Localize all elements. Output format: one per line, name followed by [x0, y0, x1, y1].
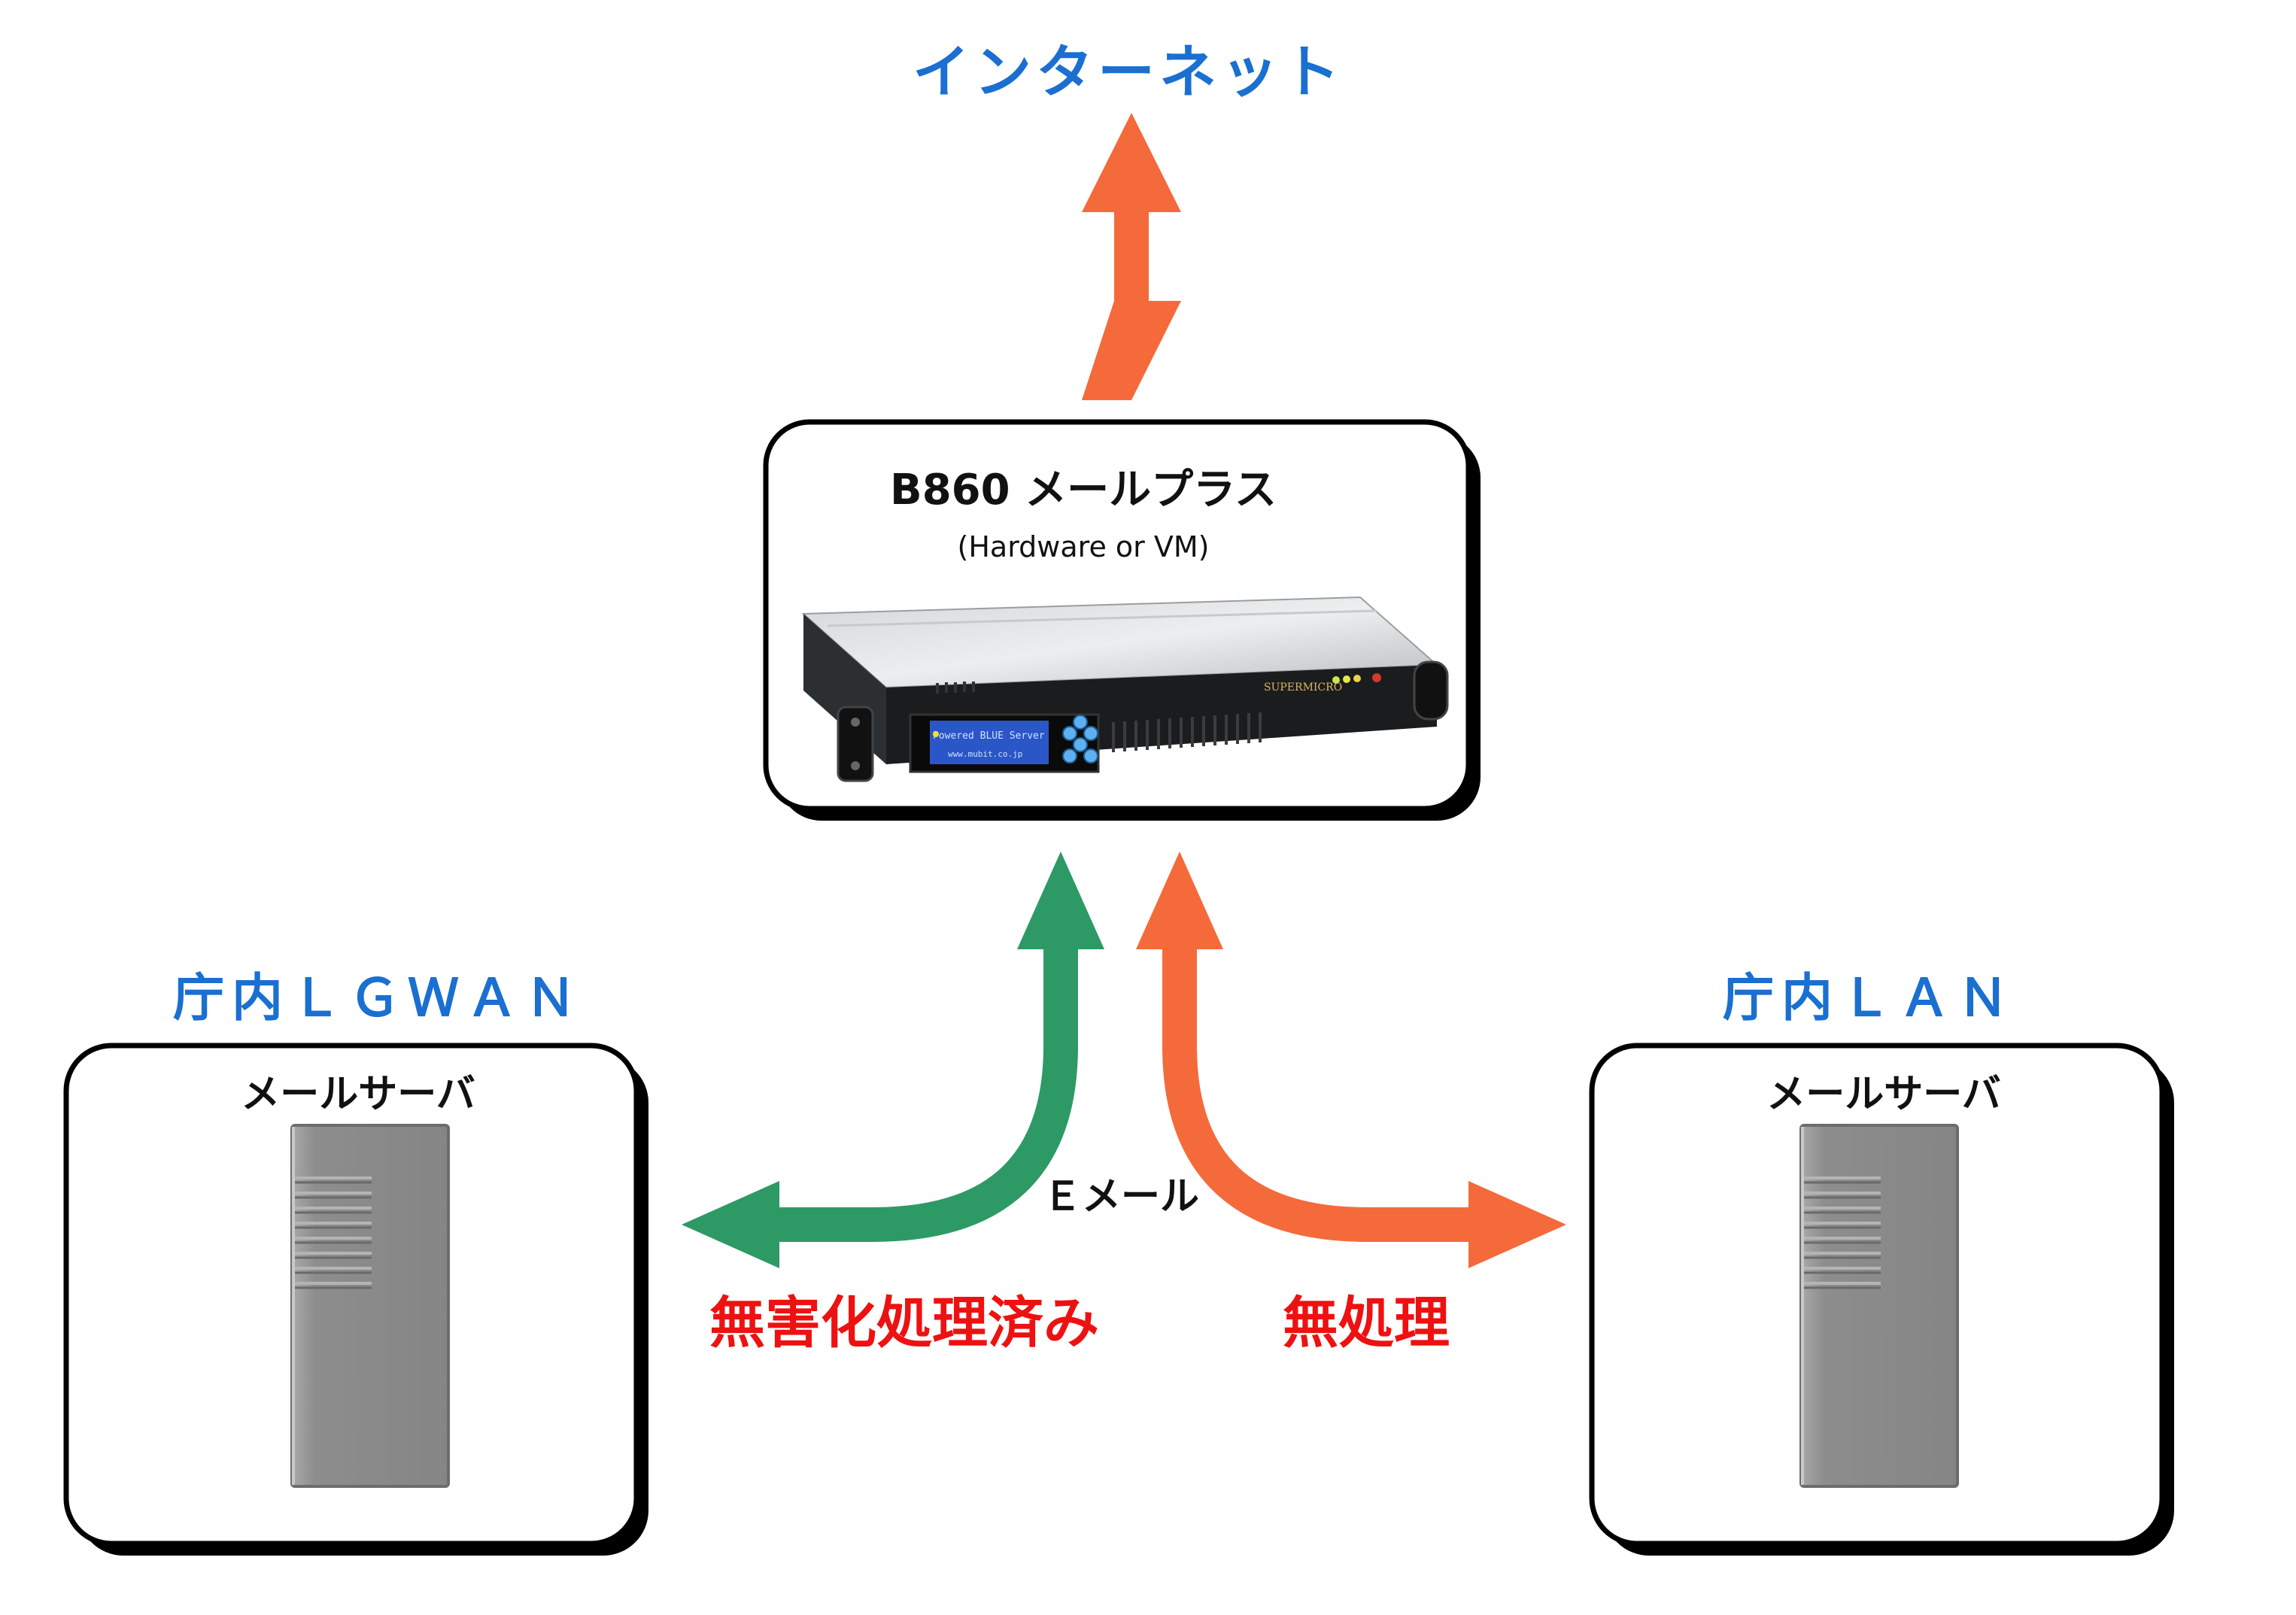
sanitized-mail-arrow [682, 852, 1104, 1268]
email-label: Ｅメール [1043, 1174, 1199, 1219]
appliance-subtitle: (Hardware or VM) [958, 530, 1210, 563]
lgwan-label: 庁内ＬＧＷＡＮ [173, 969, 584, 1028]
brand-label: SUPERMICRO [1264, 682, 1342, 694]
lgwan-server-tower-icon [290, 1124, 450, 1488]
unprocessed-label: 無処理 [1283, 1291, 1450, 1355]
lcd-line-2: www.mubit.co.jp [948, 749, 1022, 759]
internet-double-arrow [1082, 113, 1181, 400]
lan-server-tower-icon [1799, 1124, 1959, 1488]
lan-label: 庁内ＬＡＮ [1723, 969, 2016, 1028]
internet-label: インターネット [913, 38, 1344, 105]
sanitized-label: 無害化処理済み [709, 1291, 1099, 1355]
unprocessed-mail-arrow [1136, 852, 1566, 1268]
keypad-buttons [1062, 715, 1098, 763]
lcd-line-1: Powered BLUE Server [933, 730, 1045, 742]
rack-server-image: Powered BLUE Server www.mubit.co.jp SUPE… [801, 596, 1449, 782]
lgwan-server-label: メールサーバ [241, 1072, 475, 1117]
appliance-title: B860 メールプラス [890, 466, 1277, 515]
lan-server-label: メールサーバ [1766, 1072, 2000, 1117]
